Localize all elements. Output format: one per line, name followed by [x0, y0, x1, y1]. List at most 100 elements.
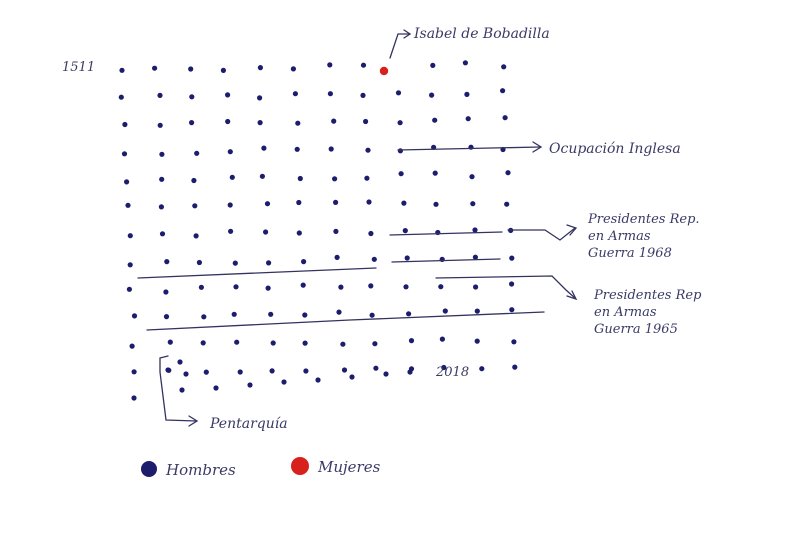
man-dot [360, 92, 366, 98]
man-dot [268, 311, 274, 317]
man-dot [369, 312, 375, 318]
man-dot [365, 147, 371, 153]
man-dot [331, 118, 337, 124]
man-dot [432, 117, 438, 123]
man-dot [300, 282, 306, 288]
man-dot [266, 260, 272, 266]
man-dot [290, 66, 296, 72]
man-dot [157, 92, 163, 98]
man-dot [301, 259, 307, 265]
start-year-label: 1511 [62, 60, 95, 75]
man-dot [511, 339, 517, 345]
man-dot [294, 146, 300, 152]
man-dot [129, 343, 135, 349]
occupation-arrowhead [532, 141, 543, 153]
man-dot [403, 284, 409, 290]
man-dot [264, 201, 271, 207]
man-dot [126, 286, 132, 292]
man-dot [479, 366, 485, 372]
man-dot [257, 65, 263, 71]
man-dot [281, 379, 287, 385]
man-dot [158, 204, 164, 210]
man-dot [373, 365, 379, 371]
man-dot [229, 174, 235, 180]
woman-pointer-line [389, 33, 411, 59]
man-dot [401, 200, 407, 206]
man-dot [131, 369, 137, 375]
man-dot [200, 340, 206, 346]
man-dot [328, 146, 334, 152]
presidents-1968-label-line2: en Armas [588, 229, 651, 244]
end-year-label: 2018 [435, 365, 469, 380]
man-dot [125, 202, 131, 208]
man-dot [340, 341, 346, 347]
man-dot [333, 228, 339, 234]
woman-dot [379, 66, 389, 76]
man-dot [501, 64, 507, 70]
man-dot [165, 367, 171, 373]
man-dot [227, 149, 233, 155]
man-dot [265, 285, 271, 291]
man-dot [338, 284, 344, 290]
man-dot [119, 67, 125, 73]
man-dot [465, 116, 471, 122]
presidents-1968-arrowhead [566, 224, 578, 236]
man-dot [177, 359, 183, 365]
man-dot [512, 364, 518, 370]
man-dot [383, 371, 389, 377]
man-dot [333, 199, 339, 205]
man-dot [292, 91, 298, 97]
man-dot [201, 314, 207, 320]
man-dot [408, 338, 415, 344]
man-dot [296, 230, 302, 236]
man-dot [194, 150, 200, 156]
man-dot [247, 382, 253, 388]
man-dot [474, 338, 480, 344]
presidents-1968-line-top [389, 231, 503, 236]
man-dot [121, 151, 128, 157]
man-dot [430, 62, 436, 68]
man-dot [189, 120, 195, 126]
presidents-1968-line-bottom [391, 258, 501, 263]
man-dot [234, 339, 240, 345]
man-dot [122, 121, 128, 128]
man-dot [225, 92, 231, 98]
man-dot [297, 175, 303, 182]
man-dot [469, 174, 475, 180]
pentarchy-bracket [159, 355, 197, 422]
man-dot [500, 88, 506, 94]
presidents-1965-label-line2: en Armas [594, 305, 657, 320]
woman-pointer-arrowhead [403, 29, 412, 39]
man-dot [462, 60, 468, 66]
man-dot [228, 228, 234, 234]
man-dot [442, 308, 448, 314]
man-dot [366, 199, 372, 205]
man-dot [372, 341, 378, 347]
man-dot [397, 148, 403, 154]
man-dot [504, 201, 510, 207]
man-dot [163, 314, 170, 320]
man-dot [302, 312, 308, 318]
man-dot [402, 228, 408, 234]
man-dot [232, 260, 238, 266]
man-dot [196, 259, 202, 266]
separator-line-upper [137, 267, 377, 279]
legend-men-label: Hombres [165, 461, 236, 479]
man-dot [159, 176, 165, 182]
man-dot [404, 255, 410, 261]
man-dot [237, 369, 243, 375]
man-dot [509, 255, 515, 261]
man-dot [296, 199, 302, 206]
man-dot [505, 170, 511, 176]
man-dot [233, 284, 239, 290]
man-dot [124, 179, 130, 185]
man-dot [441, 364, 447, 371]
man-dot [368, 230, 374, 237]
occupation-label: Ocupación Inglesa [549, 141, 681, 157]
man-dot [257, 120, 263, 126]
man-dot [198, 284, 204, 290]
presidents-1965-arrowhead [566, 290, 578, 301]
man-dot [188, 66, 194, 72]
man-dot [127, 262, 133, 268]
